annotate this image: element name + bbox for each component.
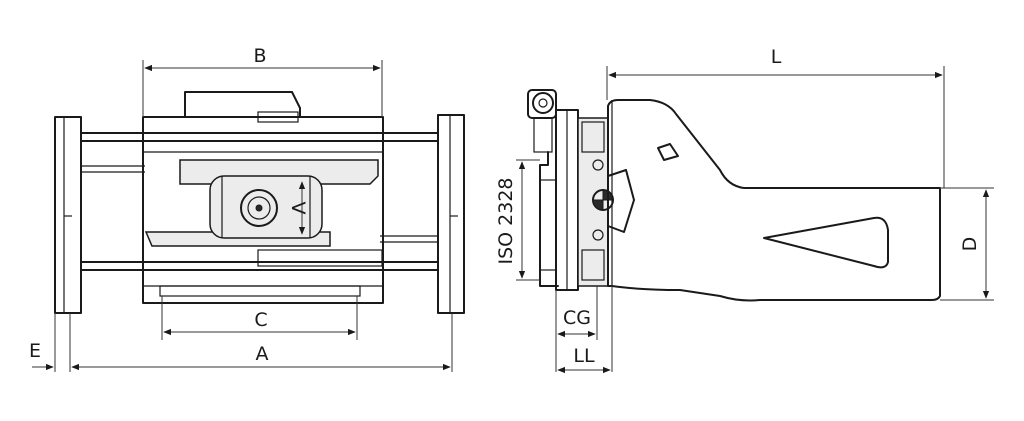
dimension-v-label: V xyxy=(287,202,309,215)
dimension-iso-label: ISO 2328 xyxy=(495,177,517,264)
dimension-c-label: C xyxy=(254,309,267,331)
dimension-e-label: E xyxy=(29,340,41,362)
front-view xyxy=(54,91,465,314)
dimension-b-label: B xyxy=(253,45,266,67)
rotator-body xyxy=(209,175,323,239)
front-dimensions: B V C A E xyxy=(29,45,453,372)
dimension-l-label: L xyxy=(771,46,782,68)
right-arm-plate xyxy=(437,114,465,314)
dimension-ll-label: LL xyxy=(573,345,595,367)
carriage-frame xyxy=(142,116,384,304)
dimension-d-label: D xyxy=(959,237,981,252)
side-view xyxy=(527,89,941,302)
left-arm-plate xyxy=(54,116,82,314)
clamp-arm xyxy=(607,99,941,302)
dimension-cg-label: CG xyxy=(563,307,591,329)
dimension-a-label: A xyxy=(256,343,269,365)
top-bracket xyxy=(184,91,301,118)
side-dimensions: L D ISO 2328 CG LL xyxy=(495,46,994,374)
